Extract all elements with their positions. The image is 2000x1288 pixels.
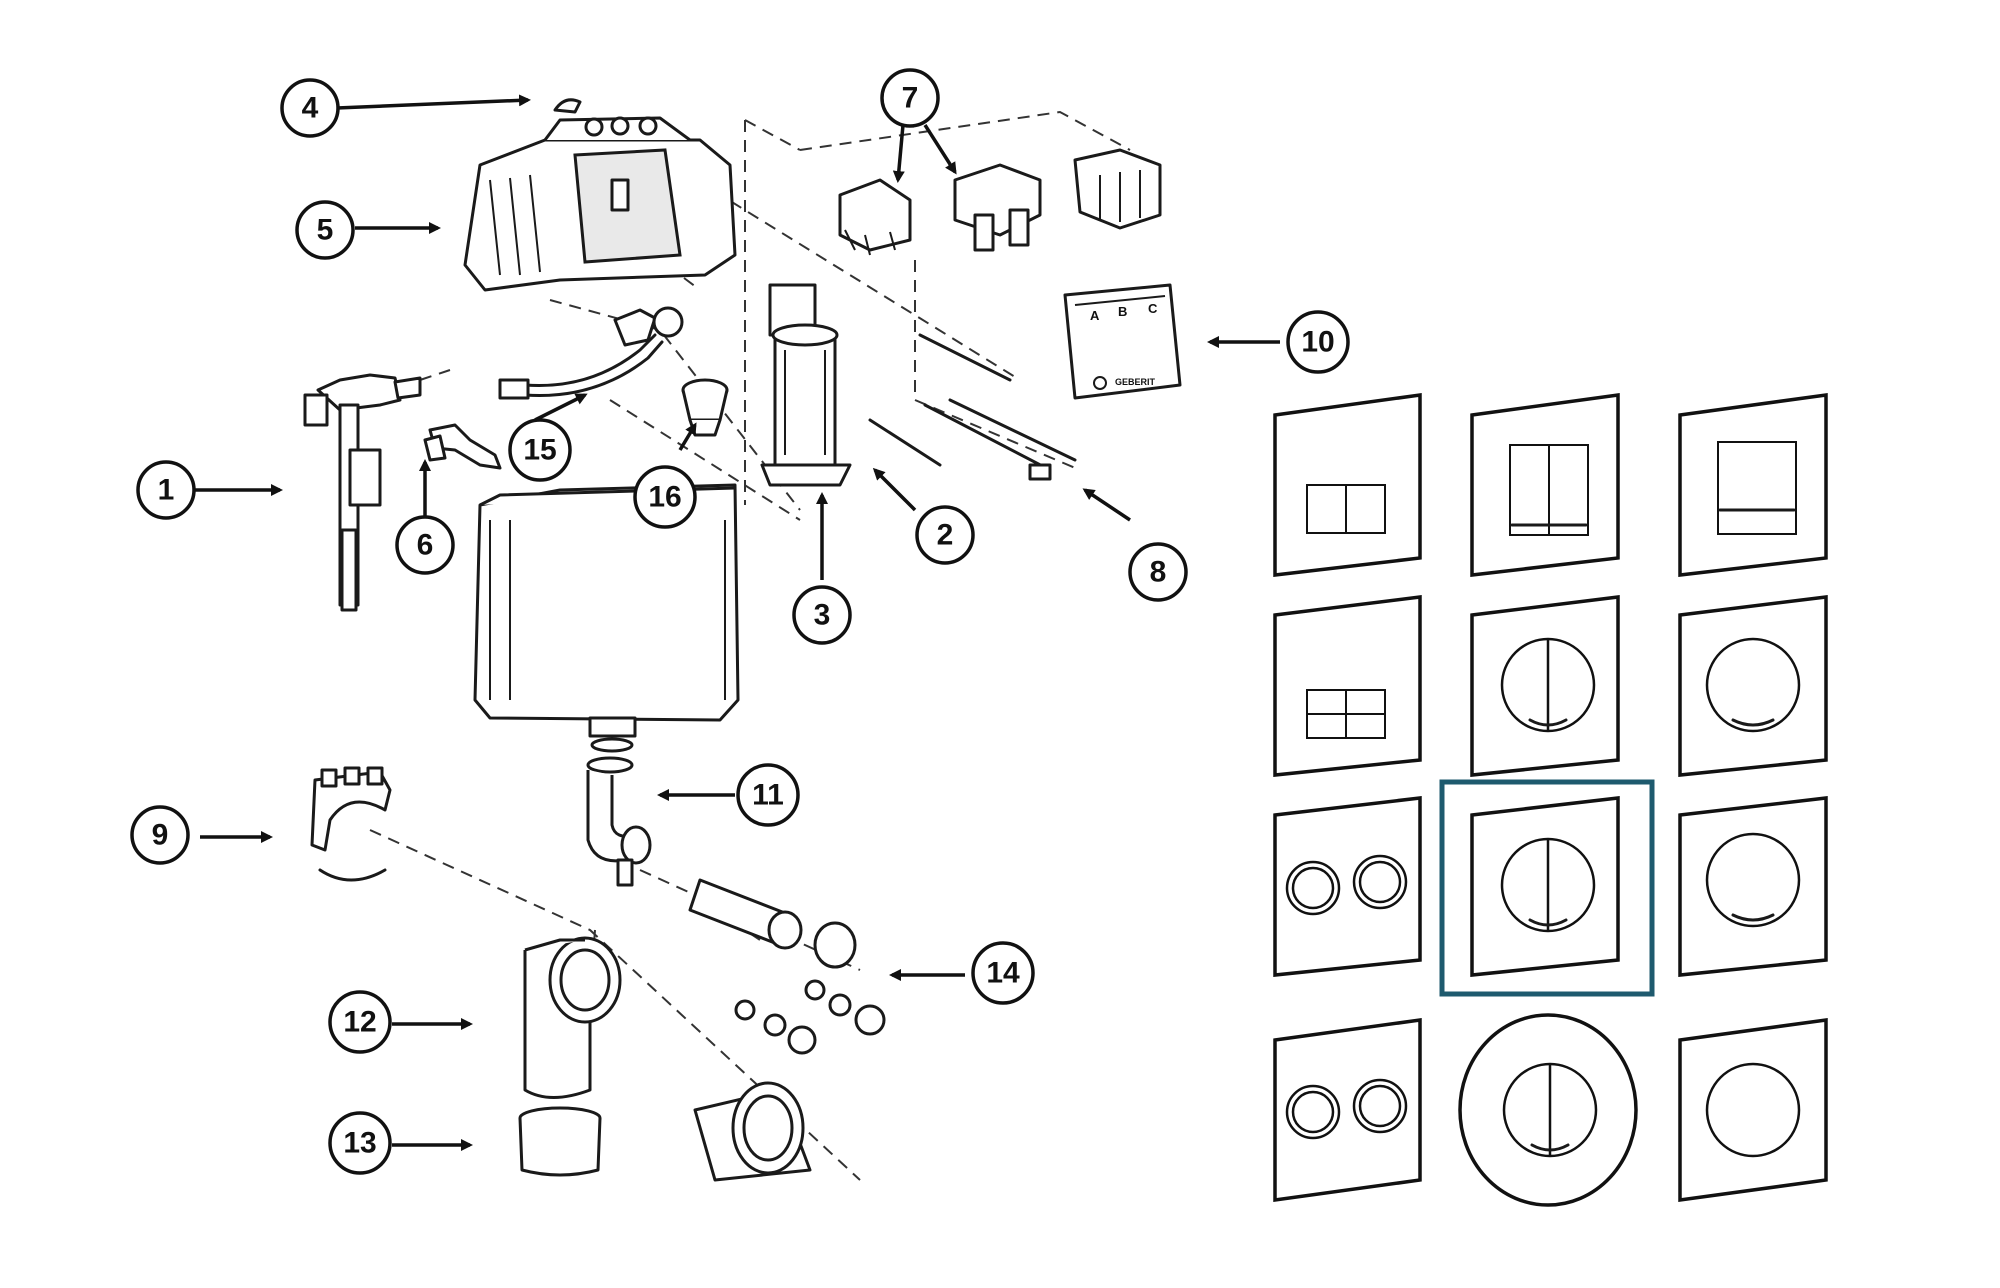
callout-7: 7 [880, 68, 940, 128]
actuator-cap-part [1073, 148, 1162, 230]
callout-14: 14 [971, 941, 1035, 1005]
fill-valve-part [303, 373, 422, 612]
callout-2: 2 [915, 505, 975, 565]
outlet-elbow-part [586, 756, 652, 887]
flush-plate-10[interactable] [1273, 1017, 1422, 1203]
svg-text:4: 4 [302, 92, 319, 125]
callout-1: 1 [136, 460, 196, 520]
actuator-right-part [953, 163, 1042, 252]
cables-part [923, 398, 1077, 481]
callout-9: 9 [130, 805, 190, 865]
svg-text:10: 10 [1301, 326, 1334, 359]
svg-text:3: 3 [814, 599, 831, 632]
cistern-tank-part [473, 483, 740, 753]
svg-text:13: 13 [343, 1127, 376, 1160]
flush-plate-9[interactable] [1678, 796, 1828, 977]
svg-text:11: 11 [752, 779, 784, 812]
valve-part [681, 378, 729, 437]
pipe-set-part [688, 878, 886, 1055]
callout-15: 15 [508, 418, 572, 482]
svg-text:6: 6 [417, 529, 434, 562]
flush-plate-11-round[interactable] [1458, 1013, 1638, 1207]
callout-6: 6 [395, 515, 455, 575]
callout-arrows [195, 94, 1280, 1151]
clip-part [553, 98, 582, 114]
pipe-sleeve-part [518, 1106, 602, 1177]
flush-plate-5[interactable] [1470, 595, 1620, 777]
actuator-left-part [838, 178, 912, 256]
svg-text:2: 2 [937, 519, 954, 552]
flush-plates-grid [1273, 392, 1828, 1207]
flush-plate-3[interactable] [1678, 392, 1828, 577]
flush-plate-8-selected[interactable] [1439, 779, 1655, 997]
flush-plate-7[interactable] [1273, 796, 1422, 977]
remote-brand: GEBERIT [1115, 377, 1156, 387]
svg-text:9: 9 [152, 819, 169, 852]
callout-11: 11 [736, 763, 800, 827]
svg-text:12: 12 [343, 1006, 376, 1039]
remote-key-c: C [1148, 301, 1158, 316]
callout-8: 8 [1128, 542, 1188, 602]
callout-3: 3 [792, 585, 852, 645]
tank-cover-part [463, 116, 737, 292]
callout-16: 16 [633, 465, 697, 529]
svg-text:7: 7 [902, 82, 919, 115]
vertical-pipe-part [523, 936, 622, 1099]
remote-box-part: A B C GEBERIT [1063, 283, 1182, 400]
callout-5: 5 [295, 200, 355, 260]
callout-12: 12 [328, 990, 392, 1054]
flush-plate-1[interactable] [1273, 392, 1422, 577]
svg-text:14: 14 [986, 957, 1020, 990]
callout-13: 13 [328, 1111, 392, 1175]
flush-valve-part [760, 283, 852, 487]
callout-10: 10 [1286, 310, 1350, 374]
svg-text:16: 16 [648, 481, 681, 514]
remote-key-b: B [1118, 304, 1127, 319]
flush-plate-12[interactable] [1678, 1017, 1828, 1203]
bracket-part [423, 423, 502, 470]
rods-part [868, 333, 1012, 467]
remote-key-a: A [1090, 308, 1100, 323]
callout-4: 4 [280, 78, 340, 138]
mounting-bracket-part [310, 766, 392, 882]
flush-plate-6[interactable] [1678, 595, 1828, 777]
svg-text:5: 5 [317, 214, 334, 247]
svg-text:1: 1 [158, 474, 175, 507]
flush-plate-4[interactable] [1273, 595, 1422, 777]
svg-text:8: 8 [1150, 556, 1167, 589]
flush-plate-2[interactable] [1470, 392, 1620, 577]
svg-text:15: 15 [523, 434, 556, 467]
drain-connector-part [693, 1081, 812, 1182]
hose-part [498, 306, 684, 400]
